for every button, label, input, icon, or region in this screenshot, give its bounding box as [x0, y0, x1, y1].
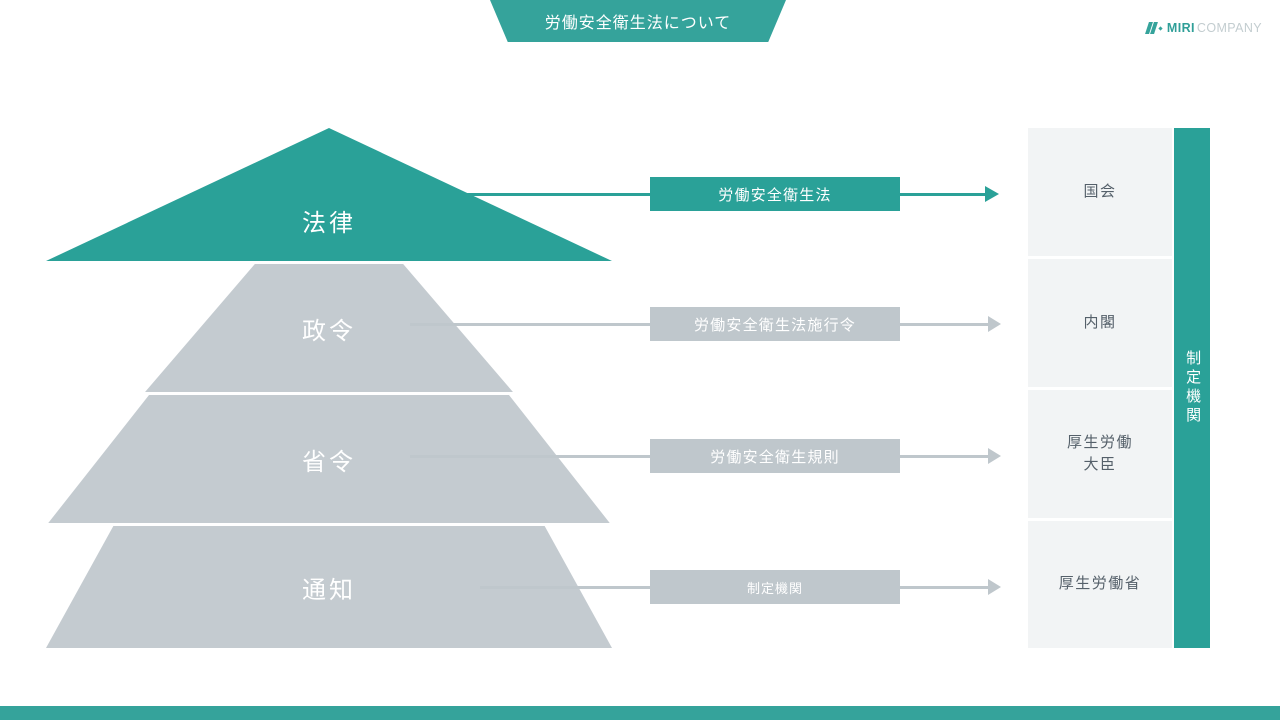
enacting-body-side-banner: 制定機関: [1174, 128, 1210, 648]
pyramid-tier-label: 法律: [302, 210, 356, 237]
pyramid-tier-label: 省令: [302, 448, 356, 476]
footer-bar: [0, 706, 1280, 720]
organ-label: 厚生労働省: [1058, 575, 1142, 593]
brand-logo: MIRI COMPANY: [1144, 20, 1262, 36]
pyramid-tier-ministerial-ordinance[interactable]: 省令: [48, 395, 610, 523]
organ-label: 内閣: [1083, 313, 1117, 331]
connector-notification: 制定機関: [480, 570, 1001, 604]
organ-item-minister[interactable]: 厚生労働大臣: [1028, 390, 1172, 518]
organ-item-diet[interactable]: 国会: [1028, 128, 1172, 256]
connector-label: 労働安全衛生法: [718, 186, 832, 204]
pyramid-tier-label: 通知: [302, 576, 356, 604]
pyramid-tier-label: 政令: [302, 317, 356, 345]
arrow-right-icon: [988, 579, 1001, 595]
arrow-right-icon: [985, 186, 999, 202]
connector-label-box[interactable]: 労働安全衛生法施行令: [650, 307, 900, 341]
connector-label-box[interactable]: 労働安全衛生法: [650, 177, 900, 211]
connector-label: 労働安全衛生規則: [710, 448, 840, 466]
arrow-right-icon: [988, 316, 1001, 332]
connector-law: 労働安全衛生法: [355, 177, 1000, 211]
connector-label: 制定機関: [746, 580, 803, 596]
logo-slash-icon: [1144, 22, 1165, 34]
page-title: 労働安全衛生法について: [544, 15, 732, 32]
connector-cabinet-order: 労働安全衛生法施行令: [410, 307, 1001, 341]
connector-label-box[interactable]: 制定機関: [650, 570, 900, 604]
organ-label: 国会: [1083, 182, 1117, 200]
logo-primary-text: MIRI: [1166, 21, 1195, 35]
organ-label: 厚生労働大臣: [1066, 433, 1133, 474]
logo-secondary-text: COMPANY: [1196, 21, 1262, 35]
connector-label-box[interactable]: 労働安全衛生規則: [650, 439, 900, 473]
organ-item-cabinet[interactable]: 内閣: [1028, 259, 1172, 387]
arrow-right-icon: [988, 448, 1001, 464]
side-banner-label: 制定機関: [1184, 350, 1202, 426]
enacting-body-list: 国会 内閣 厚生労働大臣 厚生労働省: [1028, 128, 1172, 648]
organ-item-ministry[interactable]: 厚生労働省: [1028, 521, 1172, 648]
header-bar: 労働安全衛生法について MIRI COMPANY: [0, 0, 1280, 48]
hierarchy-pyramid: 法律 政令 省令 通知: [46, 128, 612, 648]
connector-ministerial-ordinance: 労働安全衛生規則: [410, 439, 1001, 473]
header-title-tab: 労働安全衛生法について: [490, 0, 786, 42]
connector-label: 労働安全衛生法施行令: [693, 316, 856, 334]
